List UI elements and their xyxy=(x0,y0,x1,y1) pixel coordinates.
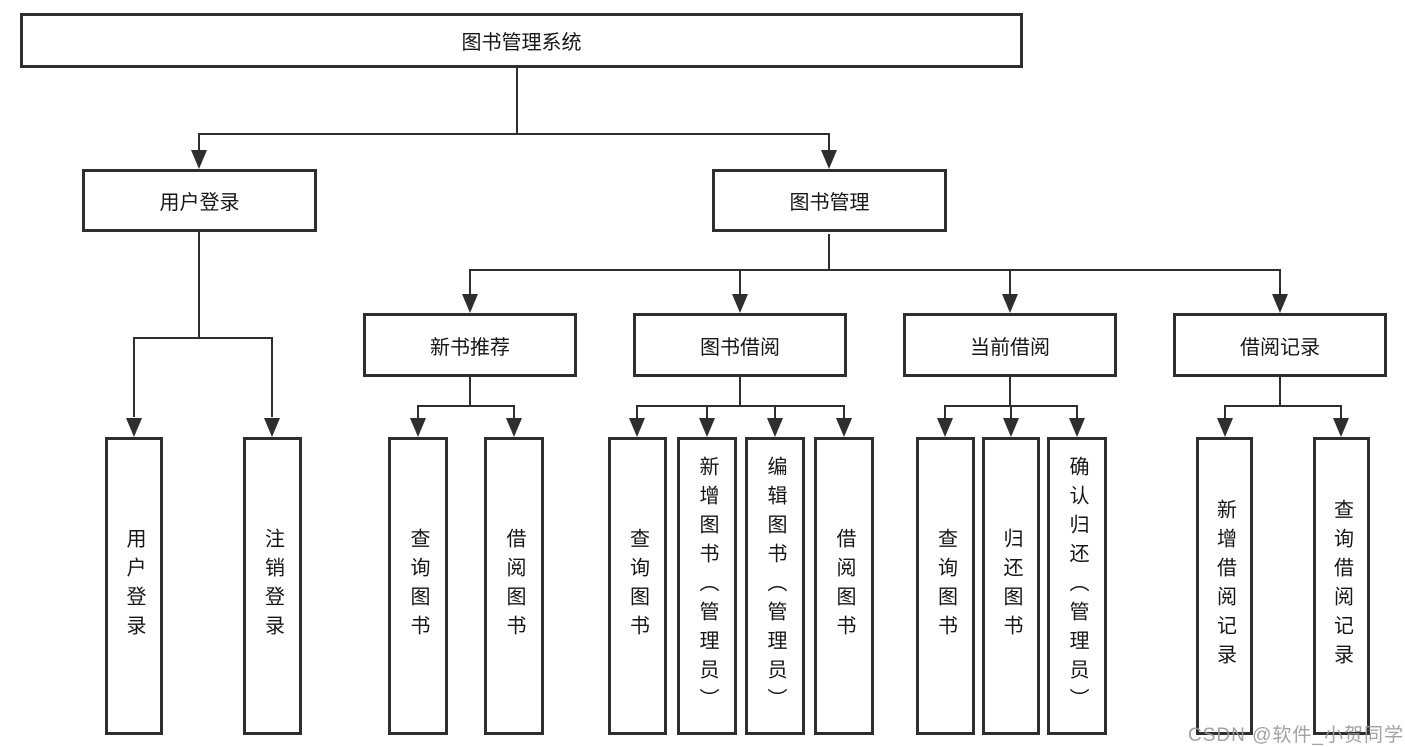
leaf-cu-confirm-return-admin-label: 确认归还（管理员） xyxy=(1066,455,1088,717)
connector-drop-nb2 xyxy=(513,406,515,418)
arrow-cu2 xyxy=(1003,418,1019,437)
arrow-login-leaf xyxy=(126,418,142,437)
leaf-logout: 注销登录 xyxy=(243,437,302,735)
leaf-cu-return-books: 归还图书 xyxy=(982,437,1040,735)
connector-drop-book-mgmt xyxy=(828,133,830,151)
leaf-user-login: 用户登录 xyxy=(105,437,163,735)
node-new-book-recommend-label: 新书推荐 xyxy=(430,336,510,359)
connector-drop-rc1 xyxy=(1224,406,1226,418)
leaf-logout-label: 注销登录 xyxy=(261,528,284,644)
leaf-rc-query-record-label: 查询借阅记录 xyxy=(1330,499,1353,673)
leaf-cu-query-books-label: 查询图书 xyxy=(934,528,957,644)
leaf-user-login-label: 用户登录 xyxy=(123,528,145,644)
connector-drop-bw4 xyxy=(843,406,845,418)
connector-drop-bw2 xyxy=(706,406,708,418)
connector-book-borrow-branch xyxy=(636,405,845,407)
arrow-cu3 xyxy=(1069,418,1085,437)
connector-drop-rc2 xyxy=(1340,406,1342,418)
connector-drop-new-book xyxy=(469,270,471,295)
leaf-bw-query-books-label: 查询图书 xyxy=(626,528,649,644)
connector-drop-bw3 xyxy=(774,406,776,418)
arrow-bw1 xyxy=(629,418,645,437)
connector-drop-borrow-records xyxy=(1279,270,1281,295)
connector-drop-cu3 xyxy=(1076,406,1078,418)
connector-drop-login-leaf xyxy=(133,337,135,417)
node-new-book-recommend: 新书推荐 xyxy=(363,313,577,377)
node-current-borrow-label: 当前借阅 xyxy=(970,336,1050,359)
leaf-cu-return-books-label: 归还图书 xyxy=(1000,528,1022,644)
connector-borrow-records-branch xyxy=(1224,405,1342,407)
arrow-bw2 xyxy=(699,418,715,437)
leaf-nb-borrow-books-label: 借阅图书 xyxy=(503,528,525,644)
arrow-bw3 xyxy=(767,418,783,437)
node-borrow-records-label: 借阅记录 xyxy=(1240,336,1320,359)
leaf-rc-add-record-label: 新增借阅记录 xyxy=(1213,499,1236,673)
node-book-mgmt-label: 图书管理 xyxy=(789,192,870,214)
connector-new-book-branch xyxy=(417,405,515,407)
node-root: 图书管理系统 xyxy=(20,13,1023,68)
arrow-borrow-records xyxy=(1272,294,1288,313)
connector-drop-bw1 xyxy=(636,406,638,418)
connector-book-mgmt-branch xyxy=(469,269,1281,271)
leaf-rc-query-record: 查询借阅记录 xyxy=(1313,437,1370,735)
connector-drop-cu2 xyxy=(1010,406,1012,418)
leaf-bw-add-books-admin-label: 新增图书（管理员） xyxy=(696,455,718,717)
arrow-rc1 xyxy=(1217,418,1233,437)
connector-drop-nb1 xyxy=(417,406,419,418)
leaf-bw-query-books: 查询图书 xyxy=(608,437,667,735)
connector-drop-cu1 xyxy=(944,406,946,418)
arrow-rc2 xyxy=(1333,418,1349,437)
node-root-label: 图书管理系统 xyxy=(461,32,582,54)
node-book-borrow-label: 图书借阅 xyxy=(700,336,780,359)
connector-drop-logout-leaf xyxy=(271,337,273,417)
connector-drop-current-borrow xyxy=(1009,270,1011,295)
leaf-bw-borrow-books-label: 借阅图书 xyxy=(833,528,855,644)
arrow-bw4 xyxy=(836,418,852,437)
csdn-watermark: CSDN @软件_小贺同学 xyxy=(1188,725,1404,746)
connector-new-book-stem xyxy=(469,377,471,406)
arrow-logout-leaf xyxy=(264,418,280,437)
leaf-cu-confirm-return-admin: 确认归还（管理员） xyxy=(1047,437,1107,735)
leaf-nb-query-books-label: 查询图书 xyxy=(407,528,429,644)
arrow-current-borrow xyxy=(1002,294,1018,313)
leaf-nb-borrow-books: 借阅图书 xyxy=(484,437,544,735)
arrow-nb1 xyxy=(410,418,426,437)
leaf-cu-query-books: 查询图书 xyxy=(916,437,975,735)
node-user-login: 用户登录 xyxy=(82,169,317,232)
arrow-book-mgmt xyxy=(821,150,837,169)
leaf-nb-query-books: 查询图书 xyxy=(388,437,448,735)
node-current-borrow: 当前借阅 xyxy=(903,313,1117,377)
connector-user-login-stem xyxy=(198,232,200,337)
arrow-new-book xyxy=(462,294,478,313)
leaf-rc-add-record: 新增借阅记录 xyxy=(1196,437,1253,735)
leaf-bw-edit-books-admin: 编辑图书（管理员） xyxy=(745,437,805,735)
connector-user-login-branch xyxy=(133,337,273,339)
leaf-bw-edit-books-admin-label: 编辑图书（管理员） xyxy=(764,455,786,717)
node-borrow-records: 借阅记录 xyxy=(1173,313,1387,377)
connector-book-mgmt-stem xyxy=(828,234,830,270)
node-book-mgmt: 图书管理 xyxy=(712,169,947,232)
arrow-user-login xyxy=(191,150,207,169)
connector-borrow-records-stem xyxy=(1279,377,1281,406)
node-book-borrow: 图书借阅 xyxy=(633,313,847,377)
arrow-book-borrow xyxy=(732,294,748,313)
arrow-nb2 xyxy=(506,418,522,437)
connector-root-branch xyxy=(198,133,830,135)
connector-drop-user-login xyxy=(198,133,200,151)
node-user-login-label: 用户登录 xyxy=(159,192,240,214)
connector-drop-book-borrow xyxy=(739,270,741,295)
leaf-bw-add-books-admin: 新增图书（管理员） xyxy=(677,437,737,735)
connector-book-borrow-stem xyxy=(739,377,741,406)
connector-current-borrow-stem xyxy=(1009,377,1011,406)
leaf-bw-borrow-books: 借阅图书 xyxy=(814,437,874,735)
arrow-cu1 xyxy=(937,418,953,437)
connector-root-stem xyxy=(516,68,518,133)
